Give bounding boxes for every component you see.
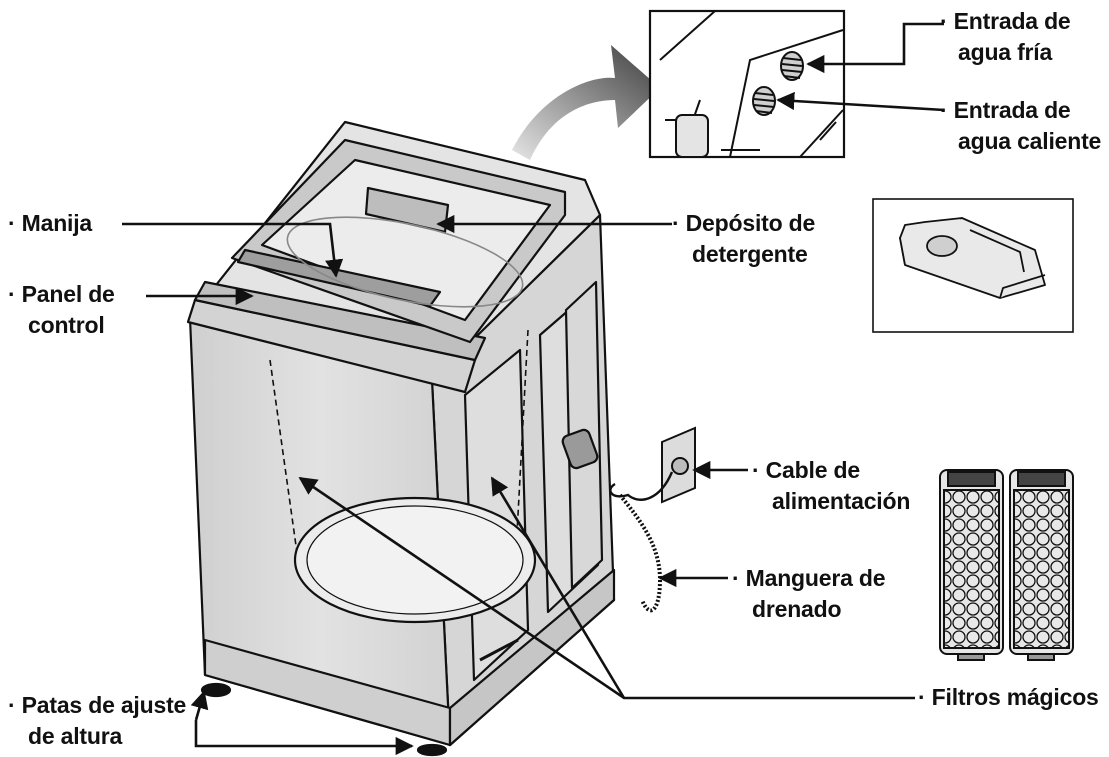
- power-cable: [609, 471, 674, 501]
- power-outlet: [661, 426, 696, 504]
- label-patas-de-ajuste: · Patas de ajuste de altura: [8, 692, 187, 749]
- hot-inlet-coil: [752, 86, 776, 116]
- magic-filter-right: [1009, 469, 1074, 661]
- label-manija: · Manija: [8, 210, 93, 236]
- washer-body: [186, 120, 616, 757]
- detergent-drawer-inset: [872, 198, 1074, 333]
- leader-lines: [122, 22, 945, 756]
- label-entrada-agua-fria: · Entrada de agua fría: [940, 8, 1071, 65]
- label-cable-de-alimentacion: · Cable de alimentación: [752, 457, 911, 514]
- drain-hose: [618, 493, 663, 613]
- magic-filter-left: [939, 469, 1004, 661]
- label-entrada-agua-caliente: · Entrada de agua caliente: [940, 97, 1102, 154]
- water-inlet-inset: [648, 9, 846, 159]
- label-panel-de-control: · Panel de control: [8, 281, 115, 338]
- label-deposito-de-detergente: · Depósito de detergente: [672, 210, 816, 267]
- label-manguera-de-drenado: · Manguera de drenado: [732, 565, 886, 622]
- cold-inlet-coil: [780, 51, 804, 81]
- zoom-arrow: [512, 45, 660, 160]
- tub-cutaway: [269, 329, 537, 624]
- label-filtros-magicos: · Filtros mágicos: [918, 684, 1099, 710]
